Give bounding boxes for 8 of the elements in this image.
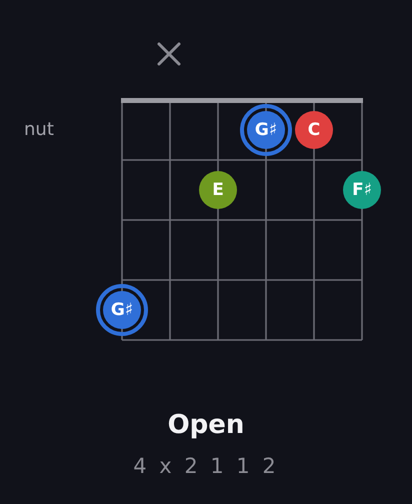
fingering-caption: 4 x 2 1 1 2 (133, 454, 279, 478)
root-note-dot: G♯ (240, 104, 292, 156)
chord-title: Open (168, 410, 244, 440)
nut-label: nut (24, 119, 54, 140)
root-note-dot: G♯ (96, 284, 148, 336)
note-dot: C (295, 111, 333, 149)
note-dot: E (199, 171, 237, 209)
note-dot: F♯ (343, 171, 381, 209)
